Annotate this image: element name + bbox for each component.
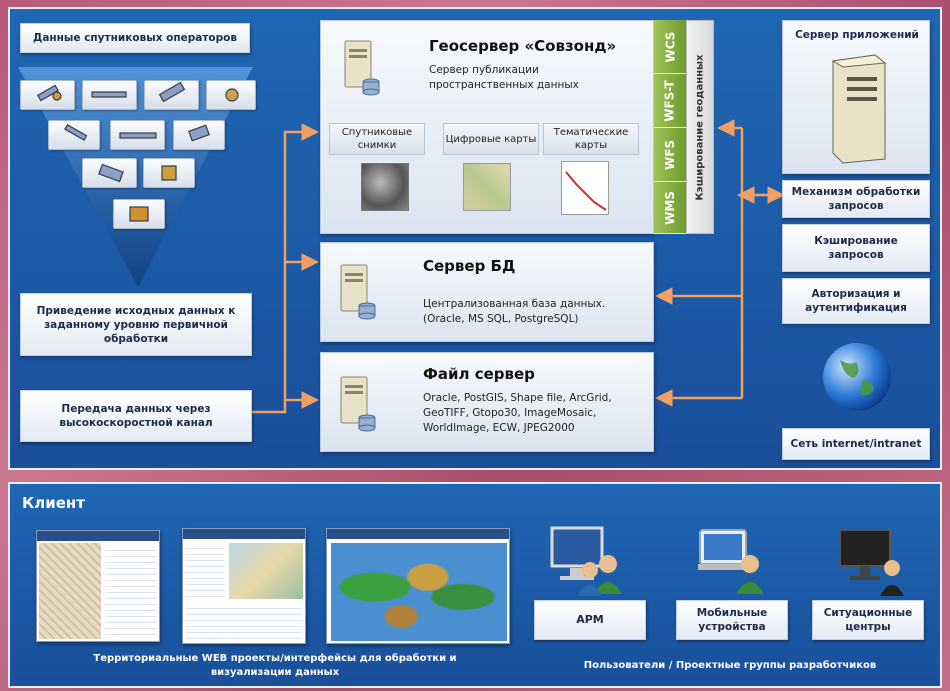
file-server-desc: Oracle, PostGIS, Shape file, ArcGrid, Ge… — [423, 392, 612, 434]
user-arm-box: АРМ — [534, 600, 646, 640]
web-project-screenshot — [182, 528, 306, 644]
server-icon — [831, 54, 887, 164]
geoserver-box: Геосервер «Совзонд» Сервер публикации пр… — [320, 20, 654, 234]
satellite-image-thumbnail — [361, 163, 409, 211]
geo-cache-bar: Кэширование геоданных — [686, 20, 714, 234]
file-server-box: Файл сервер Oracle, PostGIS, Shape file,… — [320, 352, 654, 452]
workstation-icon — [550, 526, 622, 596]
tab-wfs-t: WFS-T — [654, 74, 686, 128]
users-caption: Пользователи / Проектные группы разработ… — [583, 660, 877, 671]
web-projects-caption: Территориальные WEB проекты/интерфейсы д… — [93, 653, 457, 678]
request-cache-box: Кэширование запросов — [782, 224, 930, 272]
digital-map-thumbnail — [463, 163, 511, 211]
geoserver-title: Геосервер «Совзонд» — [429, 37, 617, 55]
category-thematic-maps: Тематические карты — [543, 123, 639, 155]
app-server-label: Сервер приложений — [795, 29, 919, 41]
satellite-operators-box: Данные спутниковых операторов — [20, 23, 250, 53]
client-title: Клиент — [22, 494, 85, 512]
network-box: Сеть internet/intranet — [782, 428, 930, 460]
preprocessing-box: Приведение исходных данных к заданному у… — [20, 293, 252, 356]
tab-wfs: WFS — [654, 128, 686, 182]
category-satellite-images: Спутниковые снимки — [329, 123, 425, 155]
web-project-screenshot — [326, 528, 510, 644]
db-server-desc: Централизованная база данных. (Oracle, M… — [423, 298, 606, 325]
globe-icon — [823, 343, 891, 411]
server-icon — [340, 264, 376, 320]
file-server-title: Файл сервер — [423, 365, 535, 383]
auth-box: Авторизация и аутентификация — [782, 278, 930, 324]
db-server-title: Сервер БД — [423, 257, 516, 275]
server-icon — [340, 376, 376, 432]
mobile-device-icon — [698, 529, 764, 594]
user-mobile-box: Мобильные устройства — [676, 600, 788, 640]
geoserver-subtitle: Сервер публикации пространственных данны… — [429, 64, 579, 91]
situation-center-icon — [839, 529, 904, 596]
web-project-screenshot — [36, 530, 160, 642]
app-server-box: Сервер приложений — [782, 20, 930, 174]
tab-wms: WMS — [654, 182, 686, 234]
transfer-box: Передача данных через высокоскоростной к… — [20, 390, 252, 442]
category-digital-maps: Цифровые карты — [443, 123, 539, 155]
connection-arrows — [252, 119, 785, 414]
db-server-box: Сервер БД Централизованная база данных. … — [320, 242, 654, 342]
user-situation-centers-box: Ситуационные центры — [812, 600, 924, 640]
server-icon — [344, 40, 380, 96]
request-engine-box: Механизм обработки запросов — [782, 180, 930, 218]
satellite-glyphs — [37, 81, 239, 222]
thematic-map-thumbnail — [561, 161, 609, 215]
tab-wcs: WCS — [654, 20, 686, 74]
